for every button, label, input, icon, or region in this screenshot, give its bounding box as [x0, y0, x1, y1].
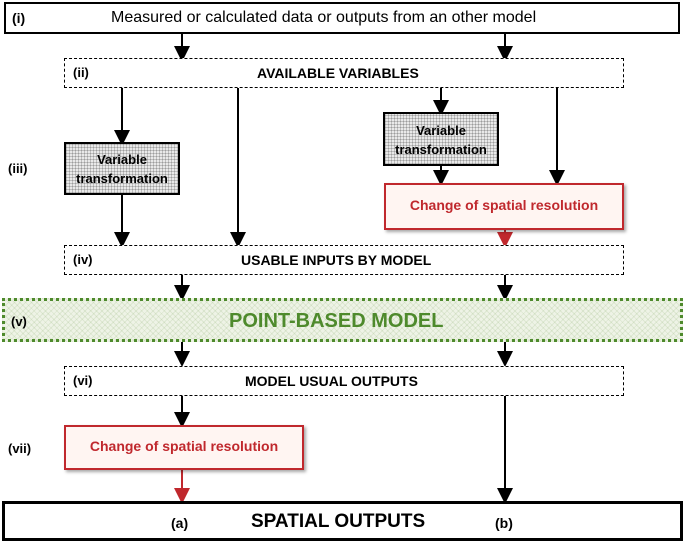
- spatial-outputs-label: SPATIAL OUTPUTS: [251, 511, 426, 532]
- row-tag-ii: (ii): [73, 65, 89, 80]
- left-transformation-line1: Variable: [97, 152, 147, 167]
- row-tag-i: (i): [12, 10, 26, 26]
- model-usual-outputs-label: MODEL USUAL OUTPUTS: [245, 373, 418, 389]
- change-resolution-lower-label: Change of spatial resolution: [89, 438, 279, 454]
- spatial-outputs-box: (a) SPATIAL OUTPUTS (b): [2, 501, 683, 541]
- usable-inputs-box: (iv) USABLE INPUTS BY MODEL: [64, 245, 624, 275]
- change-resolution-box-upper: Change of spatial resolution: [384, 183, 624, 230]
- row-tag-vi: (vi): [73, 373, 93, 388]
- usable-inputs-label: USABLE INPUTS BY MODEL: [241, 252, 432, 268]
- row-tag-v: (v): [11, 314, 27, 329]
- left-variable-transformation-box: Variable transformation: [64, 142, 180, 195]
- source-data-box: (i) Measured or calculated data or outpu…: [4, 2, 680, 34]
- path-a-label: (a): [171, 515, 189, 531]
- row-tag-iii: (iii): [8, 161, 28, 176]
- point-based-model-label: POINT-BASED MODEL: [229, 310, 444, 332]
- right-variable-transformation-box: Variable transformation: [383, 112, 499, 166]
- change-resolution-box-lower: Change of spatial resolution: [64, 425, 304, 470]
- model-usual-outputs-box: (vi) MODEL USUAL OUTPUTS: [64, 366, 624, 396]
- change-resolution-upper-label: Change of spatial resolution: [409, 197, 599, 213]
- right-transformation-line2: transformation: [395, 142, 487, 157]
- path-b-label: (b): [495, 515, 513, 531]
- point-based-model-box: (v) POINT-BASED MODEL: [2, 298, 683, 342]
- available-variables-label: AVAILABLE VARIABLES: [257, 65, 419, 81]
- available-variables-box: (ii) AVAILABLE VARIABLES: [64, 58, 624, 88]
- source-data-label: Measured or calculated data or outputs f…: [111, 9, 537, 26]
- left-transformation-line2: transformation: [76, 171, 168, 186]
- row-tag-vii: (vii): [8, 441, 32, 456]
- row-tag-iv: (iv): [73, 252, 93, 267]
- right-transformation-line1: Variable: [416, 123, 466, 138]
